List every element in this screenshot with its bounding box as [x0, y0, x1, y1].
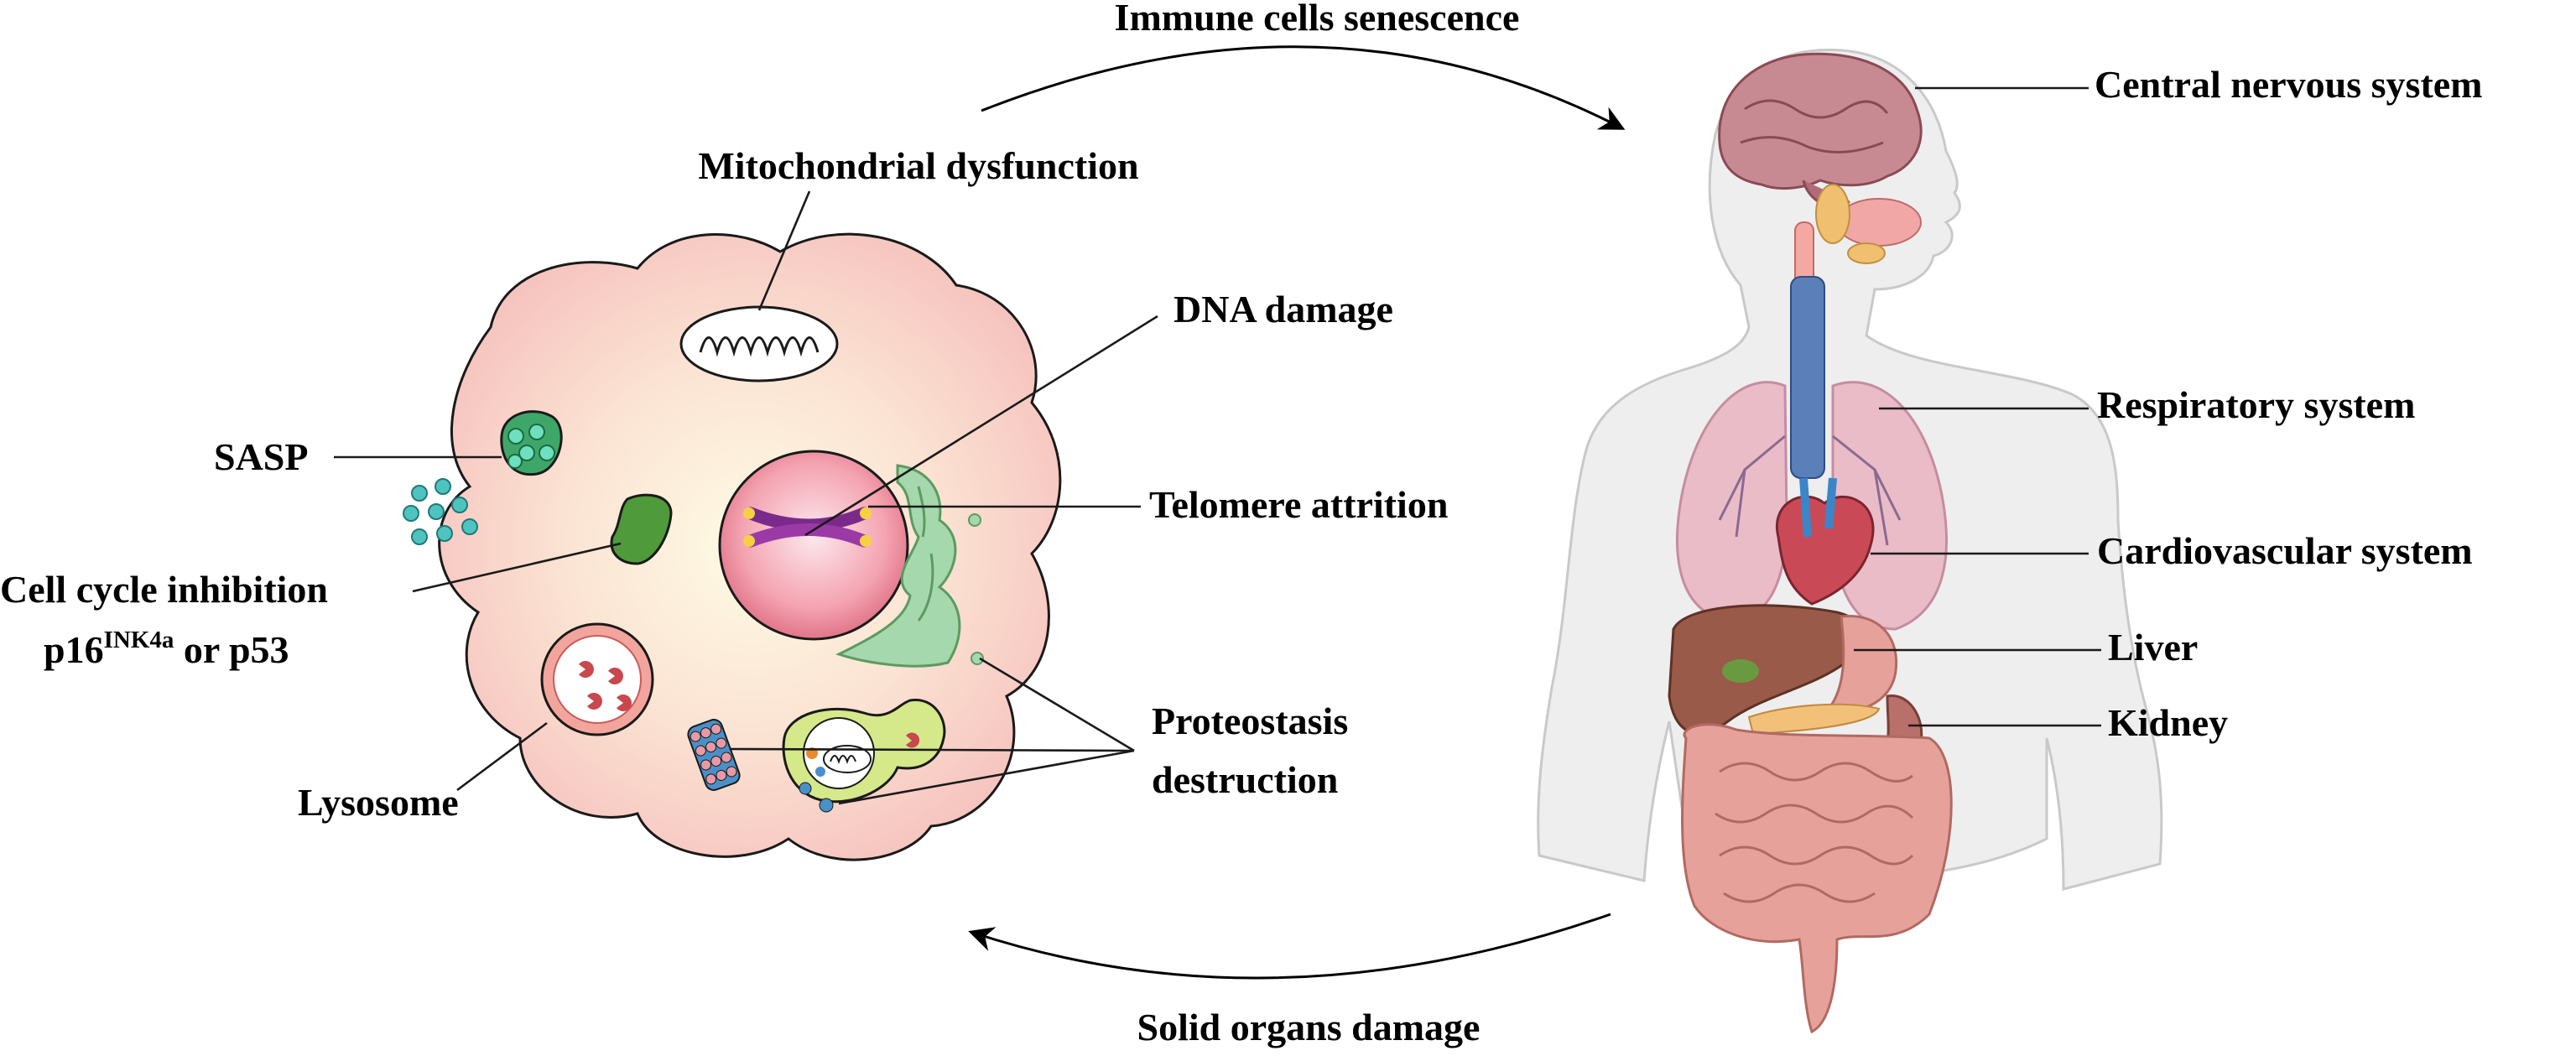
label-p16-or-p53: p16INK4a or p53 [44, 627, 289, 671]
liver [1668, 604, 1865, 735]
intestines [1681, 723, 1953, 1034]
label-or-p53: or p53 [174, 628, 289, 671]
label-liver: Liver [2108, 626, 2198, 668]
cell-cycle-inhibitor-protein [610, 493, 673, 565]
pancreas [1747, 703, 1881, 736]
body-leader-lines [1854, 86, 2101, 727]
label-mitochondrial-dysfunction: Mitochondrial dysfunction [698, 144, 1138, 187]
sasp-secreted-factors [403, 478, 478, 545]
lysosome [540, 622, 654, 736]
autophagosome [782, 699, 946, 813]
bottom-cycle-arrow [968, 913, 1611, 980]
label-kidney: Kidney [2108, 701, 2228, 744]
nucleus [718, 450, 909, 641]
label-dna-damage: DNA damage [1174, 288, 1393, 330]
mitochondrion [679, 305, 839, 382]
label-p16-base: p16 [44, 628, 104, 671]
label-central-nervous-system: Central nervous system [2095, 63, 2483, 106]
endoplasmic-reticulum [835, 464, 984, 668]
sasp-vesicle [500, 410, 563, 476]
label-destruction: destruction [1152, 758, 1338, 801]
top-cycle-arrow [981, 45, 1626, 130]
oral-cavity [1815, 184, 1922, 264]
top-arrow-label: Immune cells senescence [1115, 0, 1520, 39]
label-sasp: SASP [214, 435, 308, 478]
label-ink4a-superscript: INK4a [104, 627, 174, 653]
trachea [1790, 221, 1825, 479]
label-respiratory-system: Respiratory system [2097, 383, 2415, 426]
heart [1775, 477, 1875, 606]
label-telomere-attrition: Telomere attrition [1149, 483, 1448, 526]
human-body [1537, 49, 2163, 1034]
senescent-cell [403, 232, 1062, 861]
stomach [1826, 614, 1898, 713]
label-lysosome: Lysosome [298, 781, 459, 824]
cell-leader-lines [334, 190, 1158, 805]
label-cell-cycle-inhibition: Cell cycle inhibition [0, 568, 328, 611]
bottom-arrow-label: Solid organs damage [1137, 1006, 1481, 1048]
label-proteostasis: Proteostasis [1152, 700, 1348, 742]
label-cardiovascular-system: Cardiovascular system [2097, 529, 2473, 572]
chromosome [743, 507, 872, 548]
